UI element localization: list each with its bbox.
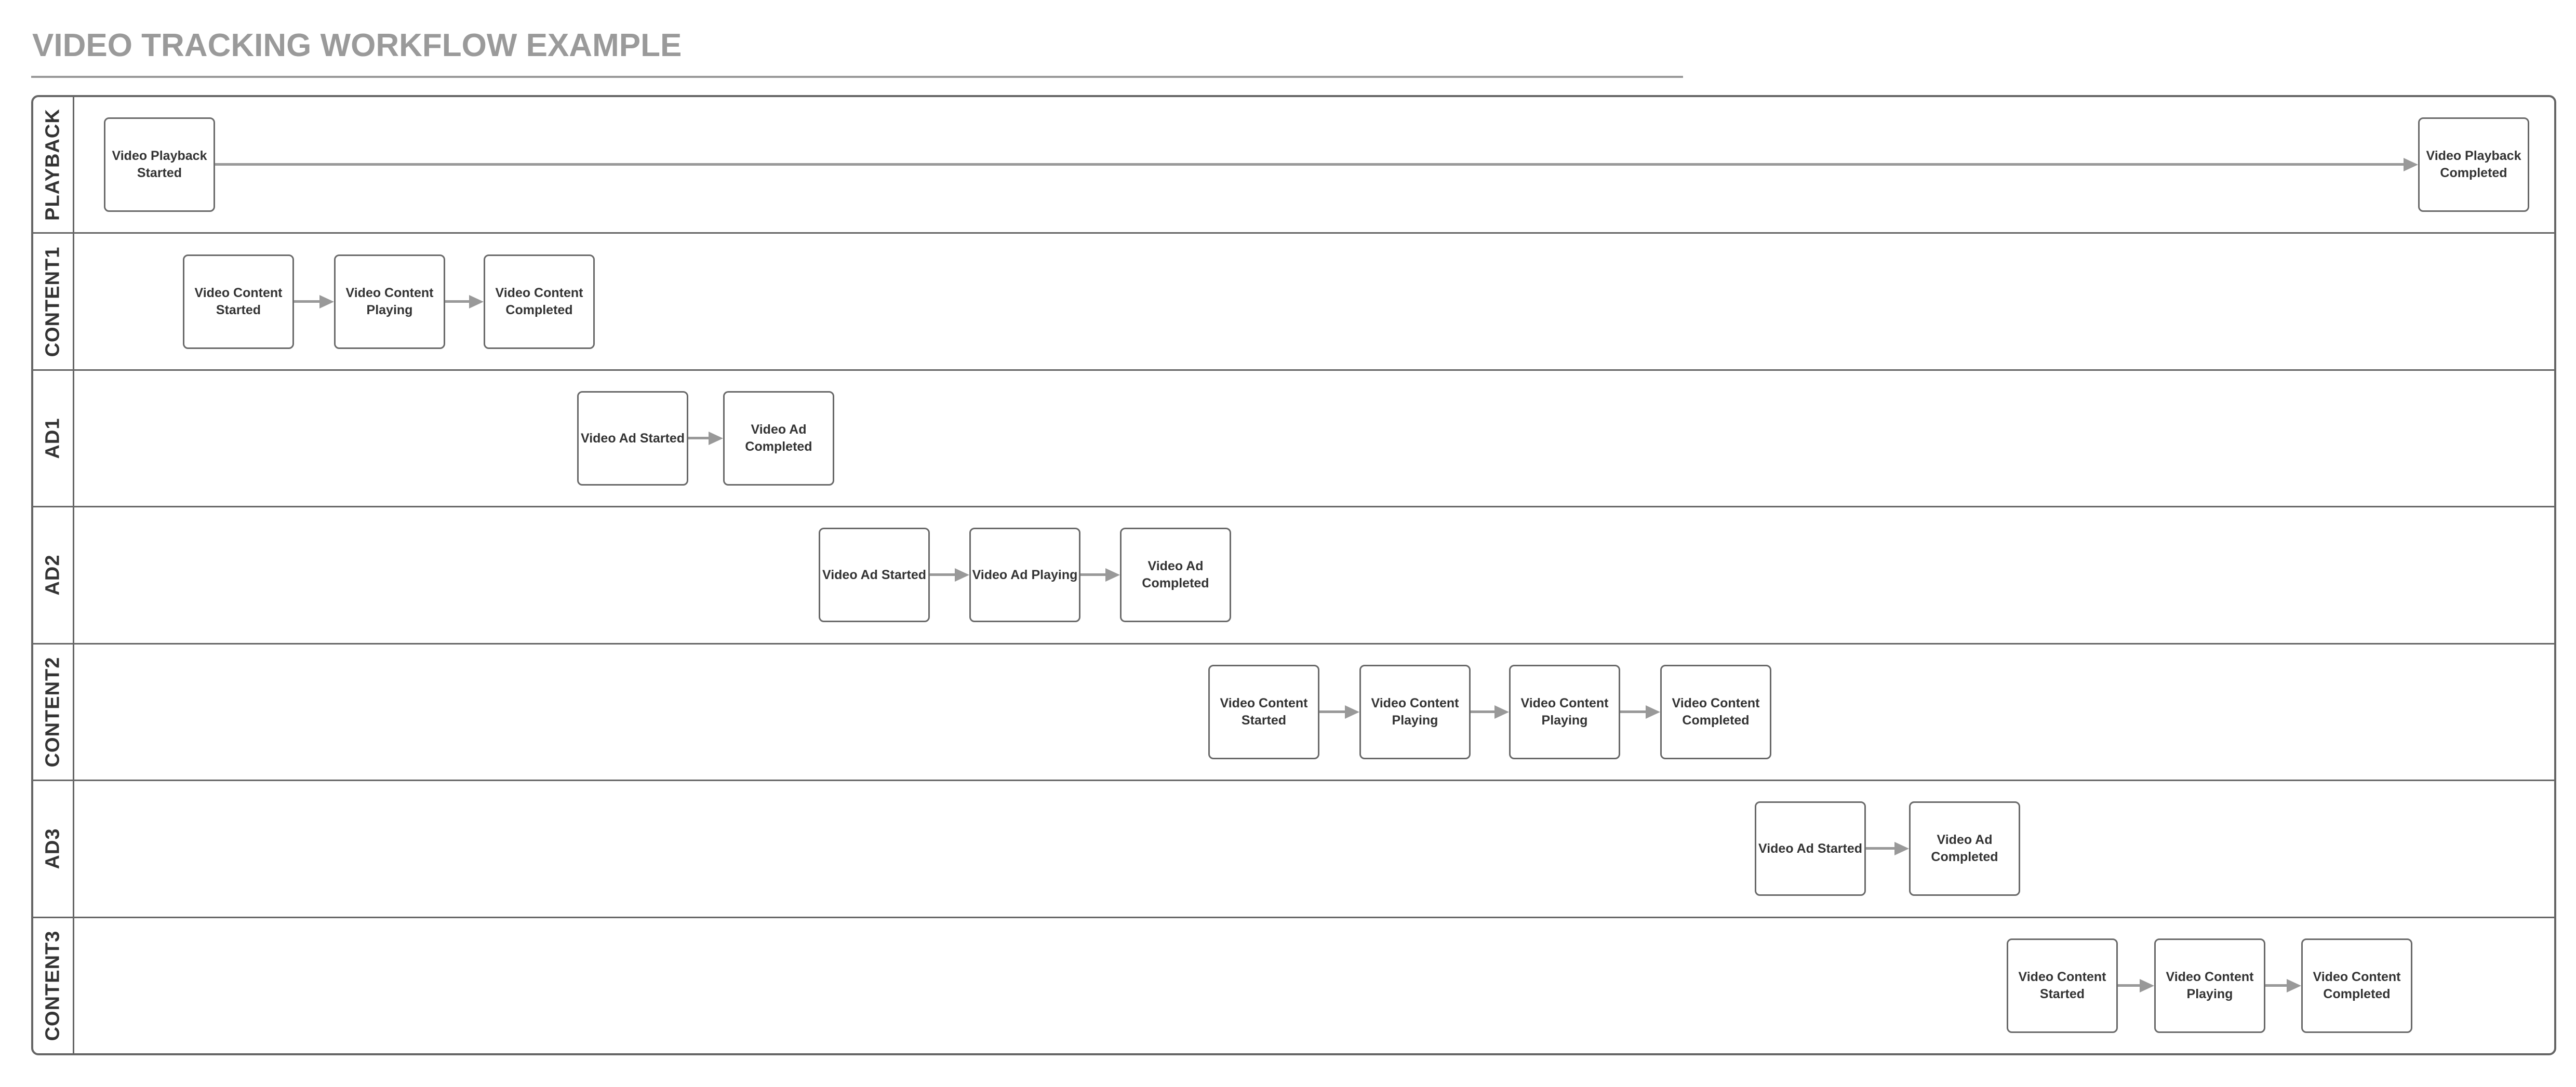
node-label: Video Content Started xyxy=(1220,695,1308,728)
flow-arrow xyxy=(294,294,334,308)
node-label: Video Content Started xyxy=(194,285,283,317)
arrow-head-icon xyxy=(1345,705,1359,719)
lane-label-ad1: AD1 xyxy=(42,418,64,459)
node-video-content-completed[interactable]: Video Content Completed xyxy=(2301,938,2412,1033)
arrow-line xyxy=(1319,710,1346,713)
flow-arrow xyxy=(2265,978,2301,992)
node-label: Video Content Completed xyxy=(495,285,583,317)
lane-content1: CONTENT1 Video Content Started Video Conte… xyxy=(33,234,2554,371)
node-label: Video Ad Completed xyxy=(1142,559,1209,591)
flow-arrow xyxy=(930,568,969,582)
node-video-ad-completed[interactable]: Video Ad Completed xyxy=(723,391,834,486)
arrow-line xyxy=(445,300,470,303)
lane-label-cell-content3: CONTENT3 xyxy=(33,918,74,1053)
arrow-head-icon xyxy=(469,294,484,308)
lane-label-cell-ad3: AD3 xyxy=(33,781,74,917)
flow-arrow xyxy=(2118,978,2154,992)
lane-content2: CONTENT2 Video Content Started Video Conte… xyxy=(33,644,2554,782)
lane-label-cell-content2: CONTENT2 xyxy=(33,644,74,780)
flow-arrow xyxy=(1866,842,1909,856)
node-label: Video Content Completed xyxy=(1672,695,1760,728)
flow-arrow xyxy=(688,432,723,446)
node-video-content-started[interactable]: Video Content Started xyxy=(1208,664,1319,759)
node-label: Video Content Playing xyxy=(1371,695,1459,728)
node-video-ad-started[interactable]: Video Ad Started xyxy=(577,391,688,486)
flow-arrow xyxy=(1471,705,1509,719)
arrow-line xyxy=(930,573,956,576)
node-label: Video Ad Started xyxy=(822,567,927,582)
lane-label-content2: CONTENT2 xyxy=(42,656,64,768)
arrow-head-icon xyxy=(709,432,723,446)
arrow-line xyxy=(294,300,321,303)
node-label: Video Content Completed xyxy=(2313,969,2401,1001)
lane-label-cell-playback: PLAYBACK xyxy=(33,97,74,233)
node-video-content-completed[interactable]: Video Content Completed xyxy=(1660,664,1771,759)
flow-arrow xyxy=(445,294,484,308)
node-label: Video Ad Playing xyxy=(972,567,1078,582)
node-label: Video Content Started xyxy=(2018,969,2106,1001)
node-label: Video Content Playing xyxy=(345,285,434,317)
node-video-playback-completed[interactable]: Video Playback Completed xyxy=(2418,117,2529,212)
flow-arrow xyxy=(1620,705,1660,719)
arrow-head-icon xyxy=(955,568,969,582)
node-video-content-completed[interactable]: Video Content Completed xyxy=(484,254,595,349)
arrow-line xyxy=(1080,573,1106,576)
lane-label-ad3: AD3 xyxy=(42,828,64,869)
arrow-line xyxy=(2118,984,2141,987)
arrow-line xyxy=(1866,847,1896,850)
node-video-content-playing[interactable]: Video Content Playing xyxy=(334,254,445,349)
arrow-head-icon xyxy=(2404,158,2418,172)
node-label: Video Content Playing xyxy=(1520,695,1609,728)
arrow-line xyxy=(688,437,710,440)
lane-content3: CONTENT3 Video Content Started Video Conte… xyxy=(33,918,2554,1053)
lane-label-content3: CONTENT3 xyxy=(42,930,64,1041)
node-label: Video Ad Started xyxy=(1758,841,1863,856)
lane-ad1: AD1 Video Ad Started Video Ad Completed xyxy=(33,370,2554,508)
flow-arrow xyxy=(1080,568,1120,582)
lane-label-cell-ad1: AD1 xyxy=(33,370,74,506)
node-video-content-started[interactable]: Video Content Started xyxy=(183,254,294,349)
arrow-head-icon xyxy=(2140,978,2154,992)
node-video-ad-completed[interactable]: Video Ad Completed xyxy=(1909,801,2020,896)
flow-arrow xyxy=(1319,705,1359,719)
page-title: VIDEO TRACKING WORKFLOW EXAMPLE xyxy=(32,28,682,63)
arrow-line xyxy=(1471,710,1496,713)
lane-label-content1: CONTENT1 xyxy=(42,246,64,357)
node-video-ad-completed[interactable]: Video Ad Completed xyxy=(1120,528,1231,623)
node-video-content-playing[interactable]: Video Content Playing xyxy=(2154,938,2265,1033)
lane-playback: PLAYBACK Video Playback Started Video Play… xyxy=(33,97,2554,234)
node-video-ad-started[interactable]: Video Ad Started xyxy=(1755,801,1866,896)
arrow-head-icon xyxy=(319,294,334,308)
arrow-head-icon xyxy=(1646,705,1660,719)
workflow-diagram: PLAYBACK Video Playback Started Video Play… xyxy=(31,95,2556,1055)
node-video-ad-started[interactable]: Video Ad Started xyxy=(819,528,930,623)
arrow-head-icon xyxy=(1894,842,1909,856)
flow-arrow xyxy=(215,158,2418,172)
node-video-content-playing[interactable]: Video Content Playing xyxy=(1509,664,1620,759)
arrow-head-icon xyxy=(1494,705,1509,719)
lane-ad2: AD2 Video Ad Started Video Ad Playing Video… xyxy=(33,507,2554,645)
node-label: Video Content Playing xyxy=(2166,969,2254,1001)
arrow-head-icon xyxy=(1105,568,1120,582)
node-label: Video Playback Completed xyxy=(2426,149,2521,181)
arrow-line xyxy=(2265,984,2288,987)
lane-label-ad2: AD2 xyxy=(42,554,64,596)
arrow-head-icon xyxy=(2287,978,2301,992)
lane-label-playback: PLAYBACK xyxy=(42,109,64,221)
node-label: Video Ad Completed xyxy=(745,422,812,454)
arrow-line xyxy=(1620,710,1647,713)
arrow-line xyxy=(215,163,2405,166)
title-underline xyxy=(31,76,1683,78)
node-video-ad-playing[interactable]: Video Ad Playing xyxy=(969,528,1080,623)
lane-label-cell-ad2: AD2 xyxy=(33,507,74,643)
node-video-playback-started[interactable]: Video Playback Started xyxy=(104,117,215,212)
lane-label-cell-content1: CONTENT1 xyxy=(33,234,74,369)
node-label: Video Ad Completed xyxy=(1931,833,1998,865)
node-label: Video Playback Started xyxy=(112,149,207,181)
node-label: Video Ad Started xyxy=(580,431,685,446)
node-video-content-playing[interactable]: Video Content Playing xyxy=(1359,664,1471,759)
lane-ad3: AD3 Video Ad Started Video Ad Completed xyxy=(33,781,2554,918)
node-video-content-started[interactable]: Video Content Started xyxy=(2007,938,2118,1033)
